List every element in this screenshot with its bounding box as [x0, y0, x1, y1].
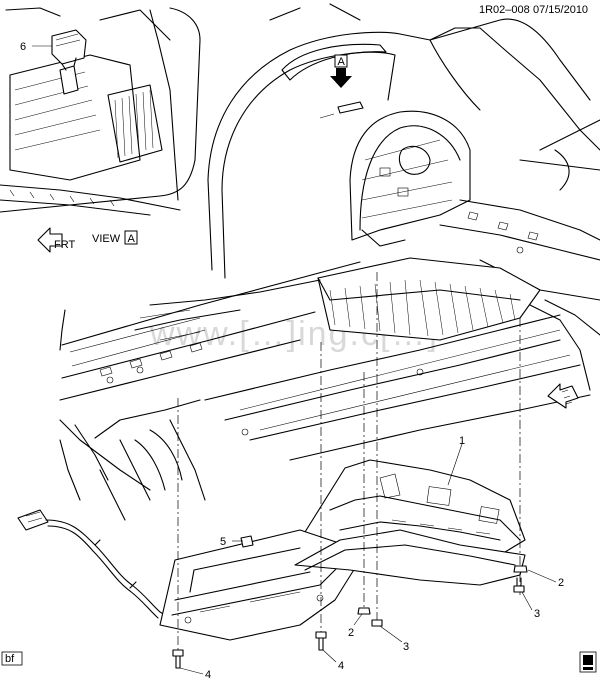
bolt-3-center — [371, 619, 383, 627]
nut-2-right — [513, 565, 528, 573]
callout-3-right: 3 — [534, 608, 540, 620]
view-a-arrow-icon — [330, 68, 352, 88]
clip-5 — [240, 535, 254, 548]
drawing-code: 1R02–008 — [479, 4, 530, 16]
view-a-box — [334, 54, 348, 68]
bolt-4-left — [172, 649, 184, 669]
footer-tag: bf — [5, 653, 15, 665]
door-handle — [337, 101, 364, 114]
front-arrow-icon — [37, 227, 63, 253]
callouts: 6 1 5 2 3 2 3 4 4 — [20, 41, 564, 678]
harness-connector — [17, 509, 49, 531]
callout-2-center: 2 — [348, 627, 354, 639]
callout-6: 6 — [20, 41, 26, 53]
callout-4-center: 4 — [338, 660, 344, 672]
view-a-letter: A — [338, 56, 346, 68]
callout-4-left: 4 — [205, 669, 211, 678]
view-letter: A — [128, 233, 136, 245]
nut-2-center — [357, 607, 371, 615]
wire-harness — [17, 509, 171, 619]
view-label: VIEW — [92, 233, 121, 245]
gm-logo — [579, 651, 597, 673]
drawing-date: 07/15/2010 — [533, 4, 588, 16]
fasteners — [172, 383, 579, 669]
wheelhouse — [349, 110, 471, 247]
cargo-tub — [317, 257, 541, 341]
floor-pan — [59, 199, 600, 521]
inset-view-a: FRT VIEW A — [0, 7, 201, 253]
vehicle-body — [59, 3, 600, 351]
callout-3-center: 3 — [403, 641, 409, 653]
view-letter-box — [124, 230, 138, 245]
bolt-3-right — [513, 577, 525, 593]
front-arrow-label: FRT — [54, 239, 75, 251]
bolt-4-center — [315, 631, 327, 651]
rear-stringer — [294, 529, 526, 586]
callout-1: 1 — [459, 435, 465, 447]
sensor-module — [51, 29, 87, 65]
callout-5: 5 — [220, 536, 226, 548]
fastener-guides — [177, 272, 521, 650]
callout-2-right: 2 — [558, 577, 564, 589]
front-arrow-right-icon — [547, 383, 579, 409]
view-a-callout: A — [330, 54, 352, 88]
footer-tag-box — [1, 651, 23, 666]
